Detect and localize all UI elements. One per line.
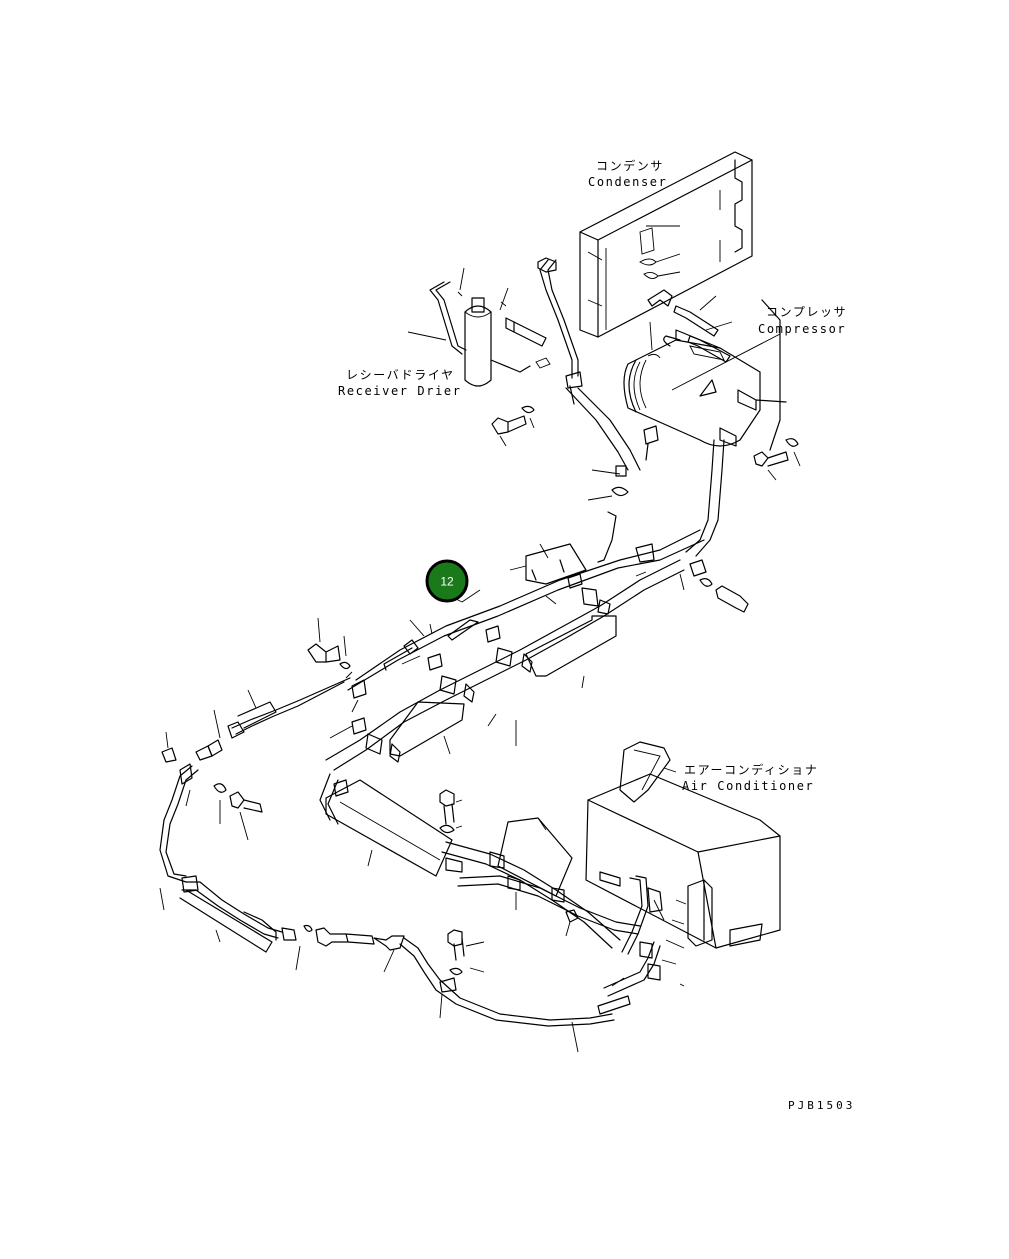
callout-12[interactable]: 12	[425, 559, 469, 603]
right-lower-pipes	[441, 817, 685, 1015]
label-condenser-jp: コンデンサ	[596, 158, 664, 173]
callout-circle[interactable]	[425, 559, 469, 603]
label-receiver-drier-en: Receiver Drier	[338, 384, 462, 398]
label-compressor-en: Compressor	[758, 322, 846, 336]
receiver-drier	[407, 267, 551, 387]
middle-pipes	[319, 529, 749, 877]
component-labels: コンデンサ Condenser コンプレッサ Compressor レシーバドラ…	[338, 158, 855, 1112]
label-receiver-drier-jp: レシーバドライヤ	[346, 368, 455, 382]
bolts-upper-left	[491, 405, 535, 447]
callout-number: 12	[440, 575, 454, 589]
air-conditioner	[585, 741, 781, 955]
compressor-fittings	[647, 289, 733, 363]
label-condenser-en: Condenser	[588, 175, 667, 189]
lower-hoses	[373, 789, 615, 1053]
label-air-conditioner-en: Air Conditioner	[682, 779, 814, 793]
label-compressor-jp: コンプレッサ	[766, 305, 847, 319]
condenser	[579, 151, 753, 338]
leader-lines	[429, 333, 781, 603]
drawing-code: PJB1503	[788, 1099, 855, 1112]
bolts-upper-right	[753, 438, 801, 481]
upper-hoses	[537, 257, 725, 563]
compressor	[623, 299, 787, 451]
left-hose-assembly	[159, 617, 479, 971]
label-air-conditioner-jp: エアーコンディショナ	[684, 762, 818, 777]
